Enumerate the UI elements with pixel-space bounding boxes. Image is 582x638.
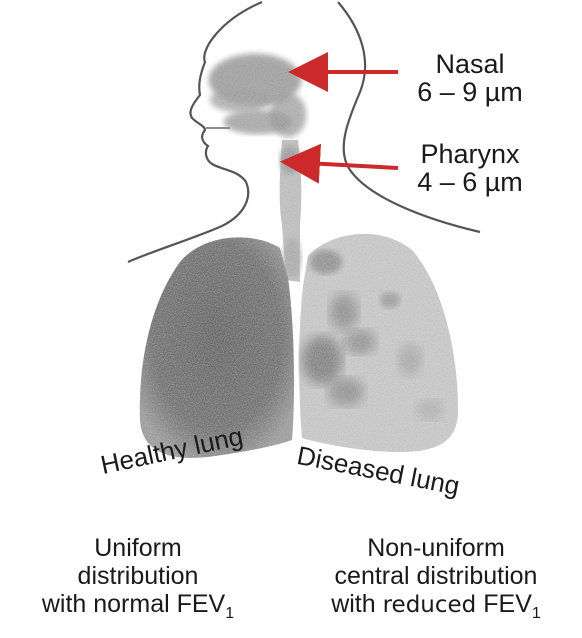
right-caption-line3: with reduced FEV1 (296, 590, 576, 623)
back-of-head-outline (338, 2, 480, 232)
left-caption-subscript: 1 (225, 605, 234, 622)
right-caption: Non-uniform central distribution with re… (296, 534, 576, 623)
pharynx-size: 4 – 6 µm (396, 168, 544, 196)
nasal-deposition (209, 54, 306, 137)
left-caption: Uniform distribution with normal FEV1 (18, 534, 258, 623)
nasal-size: 6 – 9 µm (400, 78, 540, 106)
right-caption-line3-fev: FEV (483, 590, 532, 618)
nasal-label: Nasal 6 – 9 µm (400, 50, 540, 107)
right-caption-line3-prefix: with (331, 590, 382, 618)
right-caption-line1: Non-uniform (296, 534, 576, 562)
left-caption-line1: Uniform (18, 534, 258, 562)
diseased-lung (299, 234, 458, 452)
right-caption-line2: central distribution (296, 562, 576, 590)
pharynx-arrow (288, 162, 398, 168)
left-caption-line3-text: with normal FEV (42, 590, 225, 618)
left-caption-line3: with normal FEV1 (18, 590, 258, 623)
right-caption-line3-reduced: reduced (383, 592, 477, 618)
left-caption-line2: distribution (18, 562, 258, 590)
nasal-name: Nasal (400, 50, 540, 78)
pharynx-name: Pharynx (396, 140, 544, 168)
pharynx-label: Pharynx 4 – 6 µm (396, 140, 544, 197)
right-caption-subscript: 1 (532, 605, 541, 622)
